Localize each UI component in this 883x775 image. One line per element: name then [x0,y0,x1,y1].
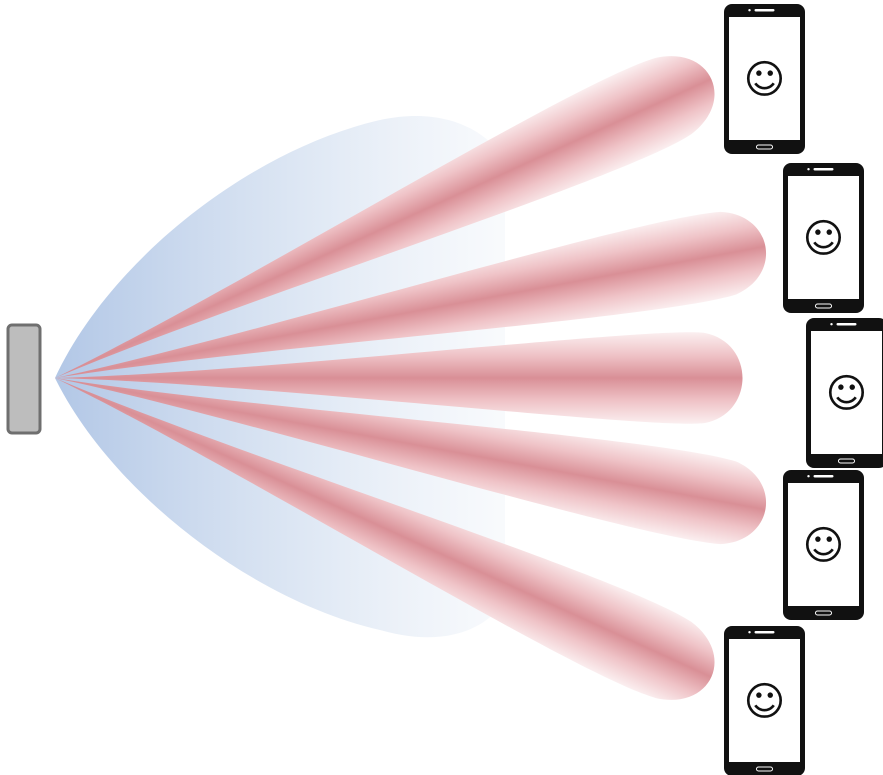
phone-camera [748,631,751,634]
phone-screen [788,176,859,299]
antenna-panel [6,323,42,435]
smiley-face-icon: ☺ [803,216,845,262]
phone-camera [807,168,810,171]
phone-group: ☺ ☺ ☺ ☺ ☺ [724,4,883,775]
smartphone-icon: ☺ [783,470,864,620]
phone-speaker [836,323,857,326]
smiley-face-icon: ☺ [803,523,845,569]
phone-speaker [754,9,775,12]
phone-screen [729,639,800,762]
phone-speaker [813,168,834,171]
smiley-face-icon: ☺ [744,57,786,103]
phone-speaker [754,631,775,634]
phone-camera [830,323,833,326]
phone-screen [788,483,859,606]
phone-speaker [813,475,834,478]
beam [55,56,715,378]
beam-group [55,56,766,700]
beam [55,378,715,700]
smartphone-icon: ☺ [724,4,805,154]
phone-home-button [815,303,832,309]
smiley-face-icon: ☺ [826,371,868,417]
phone-home-button [756,766,773,772]
beam [55,211,766,378]
phone-screen [811,331,882,454]
phone-home-button [815,610,832,616]
beam [55,378,766,545]
smiley-face-icon: ☺ [744,679,786,725]
beam [55,332,743,424]
phone-camera [748,9,751,12]
phone-screen [729,17,800,140]
phone-camera [807,475,810,478]
smartphone-icon: ☺ [806,318,883,468]
smartphone-icon: ☺ [783,163,864,313]
smartphone-icon: ☺ [724,626,805,775]
phone-home-button [838,458,855,464]
phone-home-button [756,144,773,150]
